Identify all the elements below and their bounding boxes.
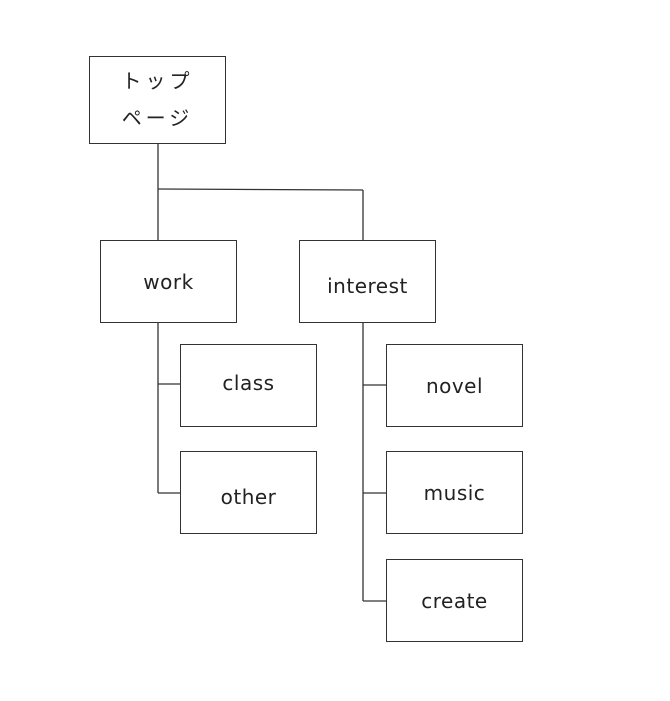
node-interest: interest — [299, 240, 436, 323]
node-work-label: work — [143, 269, 194, 294]
node-top-page-label: トップ ページ — [121, 69, 194, 130]
node-novel-label: novel — [425, 373, 484, 398]
node-novel: novel — [386, 344, 523, 427]
node-music-label: music — [423, 480, 486, 505]
node-interest-label: interest — [327, 273, 408, 298]
node-top-page: トップ ページ — [89, 56, 226, 144]
node-create-label: create — [421, 588, 488, 613]
node-class-label: class — [222, 370, 275, 395]
node-work: work — [100, 240, 237, 323]
node-music: music — [386, 451, 523, 534]
node-other-label: other — [220, 484, 277, 509]
node-other: other — [180, 451, 317, 534]
node-class: class — [180, 344, 317, 427]
connector-root-horizontal — [157, 188, 364, 191]
node-create: create — [386, 559, 523, 642]
